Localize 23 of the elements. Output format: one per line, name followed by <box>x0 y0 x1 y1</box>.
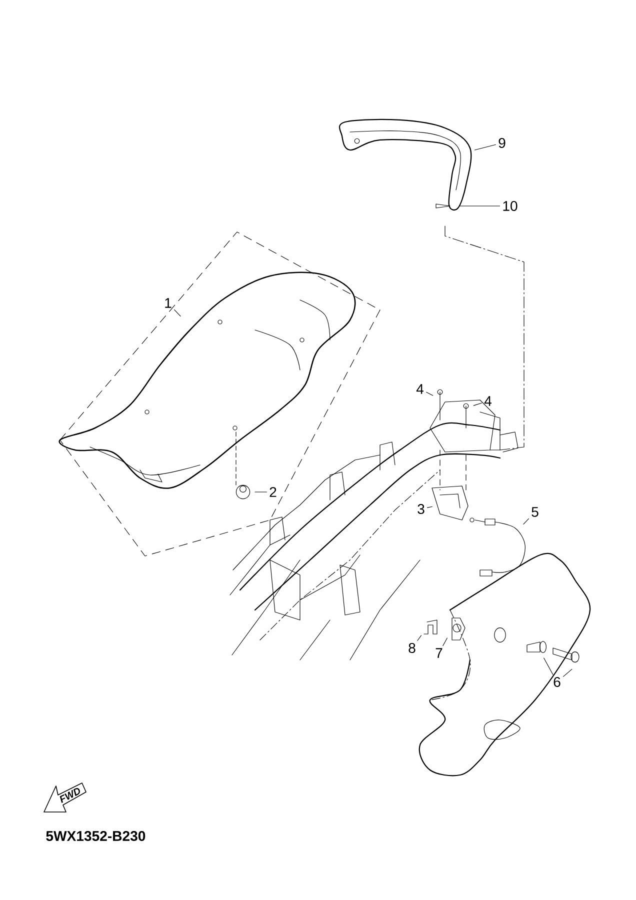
callout-number: 9 <box>498 138 506 148</box>
callout-number: 8 <box>408 643 416 653</box>
leader-line <box>544 658 554 675</box>
leader-line <box>174 309 181 316</box>
leader-line <box>427 506 432 508</box>
leader-line <box>523 518 529 524</box>
callout-number: 5 <box>532 507 538 517</box>
leader-line <box>417 635 422 641</box>
callout-number: 6 <box>554 677 560 687</box>
callout-number: 1 <box>165 298 172 308</box>
callout-number: 7 <box>436 648 442 658</box>
callout-number: 10 <box>503 201 518 211</box>
part-number: 5WX1352-B230 <box>46 831 146 841</box>
leader-line <box>442 638 448 646</box>
leader-line <box>474 144 496 150</box>
callout-number: 3 <box>418 504 424 514</box>
leader-line <box>426 392 434 396</box>
direction-label: FWD <box>60 788 80 804</box>
callout-number: 4 <box>416 384 424 394</box>
callout-number: 2 <box>270 487 276 497</box>
leader-line <box>473 402 482 406</box>
leader-line <box>563 668 572 677</box>
callout-number: 4 <box>484 396 492 406</box>
